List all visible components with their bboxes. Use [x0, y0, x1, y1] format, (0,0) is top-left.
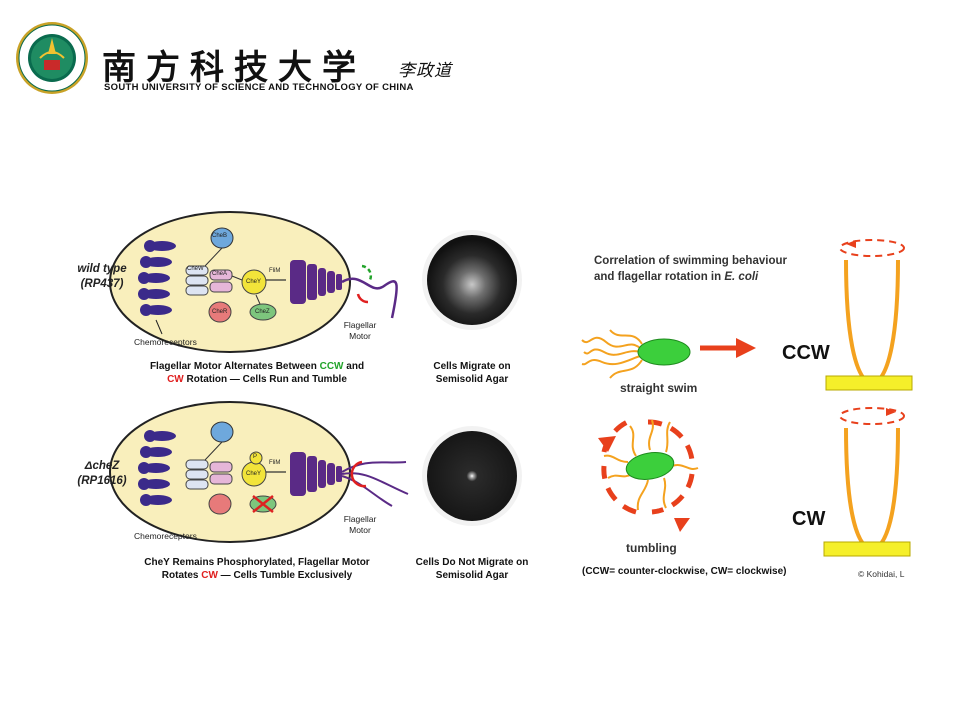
mutant-chey-label: CheY — [246, 471, 262, 477]
right-panel-title: Correlation of swimming behaviour and fl… — [594, 255, 787, 283]
wild-plate-caption: Cells Migrate on Semisolid Agar — [433, 361, 511, 385]
straight-swim-bacterium — [581, 329, 691, 379]
ccw-label: CCW — [782, 342, 830, 364]
mutant-chemoreceptors-label: Chemoreceptors — [134, 531, 197, 541]
flagellum — [341, 277, 398, 319]
chey-protein — [241, 269, 267, 295]
chemotaxis-diagram — [109, 211, 522, 543]
university-seal — [14, 20, 90, 96]
flim-label: FliM — [269, 268, 281, 274]
mutant-strain-id: (RP1616) — [77, 475, 127, 487]
wild-chemoreceptors-label: Chemoreceptors — [134, 337, 197, 347]
chew-protein — [185, 265, 209, 276]
chea-label: CheA — [212, 271, 228, 277]
wild-strain-name: wild type — [77, 263, 127, 275]
ccw-rotation-diagram — [825, 239, 913, 391]
wild-strain-id: (RP437) — [80, 278, 124, 290]
straight-swim-label: straight swim — [620, 381, 698, 395]
wild-strain-label: wild type (RP437) — [60, 262, 144, 292]
phosphate-marker — [249, 451, 263, 465]
mutant-strain-label: ΔcheZ (RP1616) — [60, 459, 144, 489]
cher-protein — [208, 301, 232, 323]
mutant-plate-caption: Cells Do Not Migrate on Semisolid Agar — [415, 557, 529, 581]
mutant-cell — [109, 401, 409, 543]
flagellar-motor — [290, 260, 342, 304]
mutant-flim-label: FliM — [269, 460, 281, 466]
university-name-en: SOUTH UNIVERSITY OF SCIENCE AND TECHNOLO… — [104, 82, 414, 93]
cheb-label: CheB — [212, 233, 228, 239]
chez-deleted-x — [252, 495, 274, 513]
chemoreceptor-cluster — [138, 240, 176, 316]
wild-type-cell — [109, 211, 398, 353]
mutant-caption: CheY Remains Phosphorylated, Flagellar M… — [144, 557, 370, 581]
agar-plate-mutant — [422, 426, 522, 526]
swimming-diagram — [581, 239, 913, 557]
agar-plate-wild — [422, 230, 522, 330]
wild-caption: Flagellar Motor Alternates Between CCW a… — [149, 361, 365, 385]
credit: © Kohidai, L — [858, 569, 905, 579]
chea-protein — [209, 269, 233, 281]
tumbling-label: tumbling — [626, 541, 677, 555]
rotation-legend: (CCW= counter-clockwise, CW= clockwise) — [582, 566, 787, 577]
mutant-strain-name: ΔcheZ — [84, 460, 120, 472]
chez-protein — [249, 303, 277, 321]
chey-label: CheY — [246, 279, 262, 285]
cher-label: CheR — [212, 309, 228, 315]
cw-label: CW — [792, 508, 826, 530]
chez-label: CheZ — [255, 309, 270, 315]
mutant-p-label: P — [253, 454, 258, 460]
chew-label: CheW — [187, 266, 204, 272]
university-name-cn: 南方科技大学 — [102, 48, 366, 88]
wild-motor-label: Flagellar Motor — [343, 320, 377, 341]
signature: 李政道 — [398, 61, 452, 81]
mutant-motor-label: Flagellar Motor — [343, 514, 377, 535]
cw-rotation-diagram — [823, 407, 911, 557]
tumbling-bacterium — [598, 417, 699, 532]
